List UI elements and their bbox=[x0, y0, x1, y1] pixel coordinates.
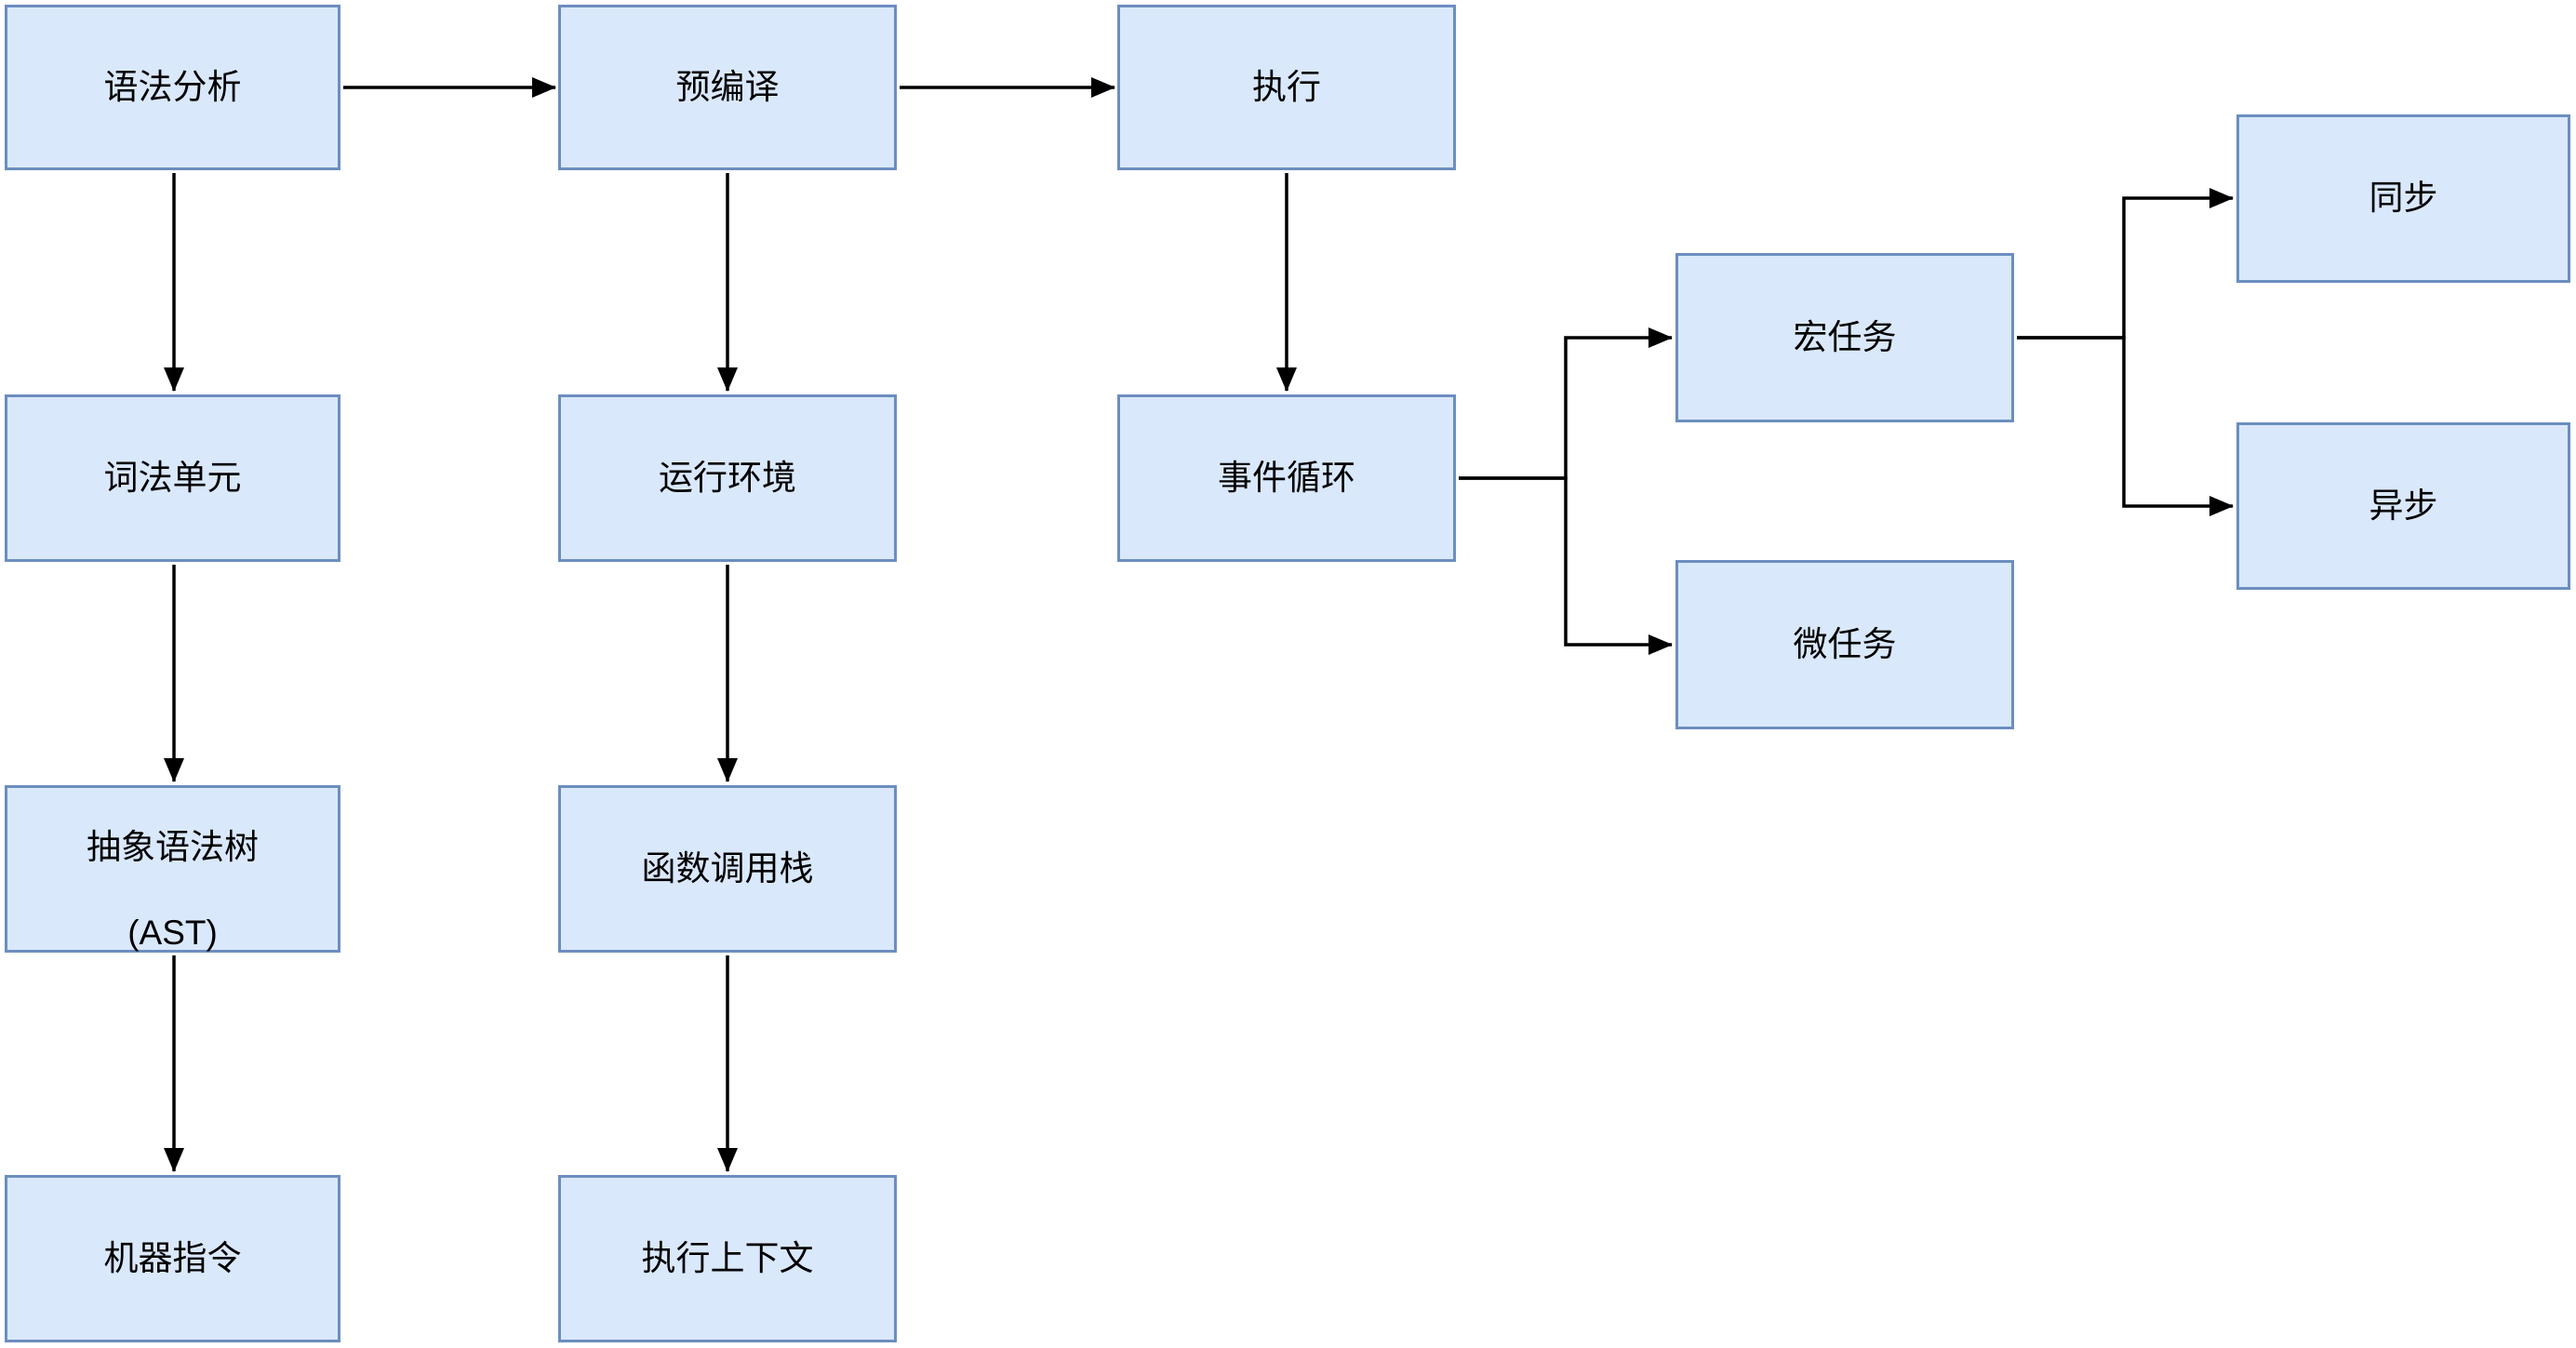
node-label-machine-code: 机器指令 bbox=[103, 1238, 242, 1277]
node-async: 异步 bbox=[2236, 422, 2570, 590]
node-label-syntax-analysis: 语法分析 bbox=[103, 67, 242, 106]
node-label-async: 异步 bbox=[2369, 486, 2438, 525]
node-label-macro-task: 宏任务 bbox=[1793, 317, 1897, 356]
node-label-runtime-env: 运行环境 bbox=[659, 458, 796, 497]
edge-macro-task-to-sync bbox=[2017, 188, 2234, 340]
node-micro-task: 微任务 bbox=[1675, 560, 2014, 729]
node-label-call-stack: 函数调用栈 bbox=[641, 848, 814, 888]
node-execute: 执行 bbox=[1117, 5, 1456, 170]
node-syntax-analysis: 语法分析 bbox=[5, 5, 340, 170]
node-precompile: 预编译 bbox=[558, 5, 897, 170]
node-lexical-unit: 词法单元 bbox=[5, 394, 340, 562]
node-macro-task: 宏任务 bbox=[1675, 253, 2014, 422]
node-execution-context: 执行上下文 bbox=[558, 1175, 897, 1342]
node-label-sync: 同步 bbox=[2369, 179, 2438, 218]
edge-event-loop-to-micro-task bbox=[1459, 476, 1673, 655]
node-event-loop: 事件循环 bbox=[1117, 394, 1456, 562]
node-sync: 同步 bbox=[2236, 114, 2570, 283]
node-label-ast-line1: 抽象语法树 bbox=[87, 827, 259, 866]
node-label-lexical-unit: 词法单元 bbox=[103, 458, 242, 497]
node-label-micro-task: 微任务 bbox=[1793, 624, 1897, 663]
node-label-event-loop: 事件循环 bbox=[1218, 458, 1355, 497]
edge-event-loop-to-macro-task bbox=[1459, 327, 1673, 480]
node-label-ast-line2: (AST) bbox=[127, 914, 218, 953]
node-label-execution-context: 执行上下文 bbox=[641, 1238, 814, 1277]
edge-macro-task-to-async bbox=[2017, 336, 2234, 516]
node-machine-code: 机器指令 bbox=[5, 1175, 340, 1342]
node-ast: 抽象语法树 (AST) bbox=[5, 785, 340, 953]
node-call-stack: 函数调用栈 bbox=[558, 785, 897, 953]
node-label-ast: 抽象语法树 (AST) bbox=[87, 783, 259, 955]
node-runtime-env: 运行环境 bbox=[558, 394, 897, 562]
node-label-precompile: 预编译 bbox=[675, 67, 780, 106]
node-label-execute: 执行 bbox=[1252, 67, 1321, 106]
